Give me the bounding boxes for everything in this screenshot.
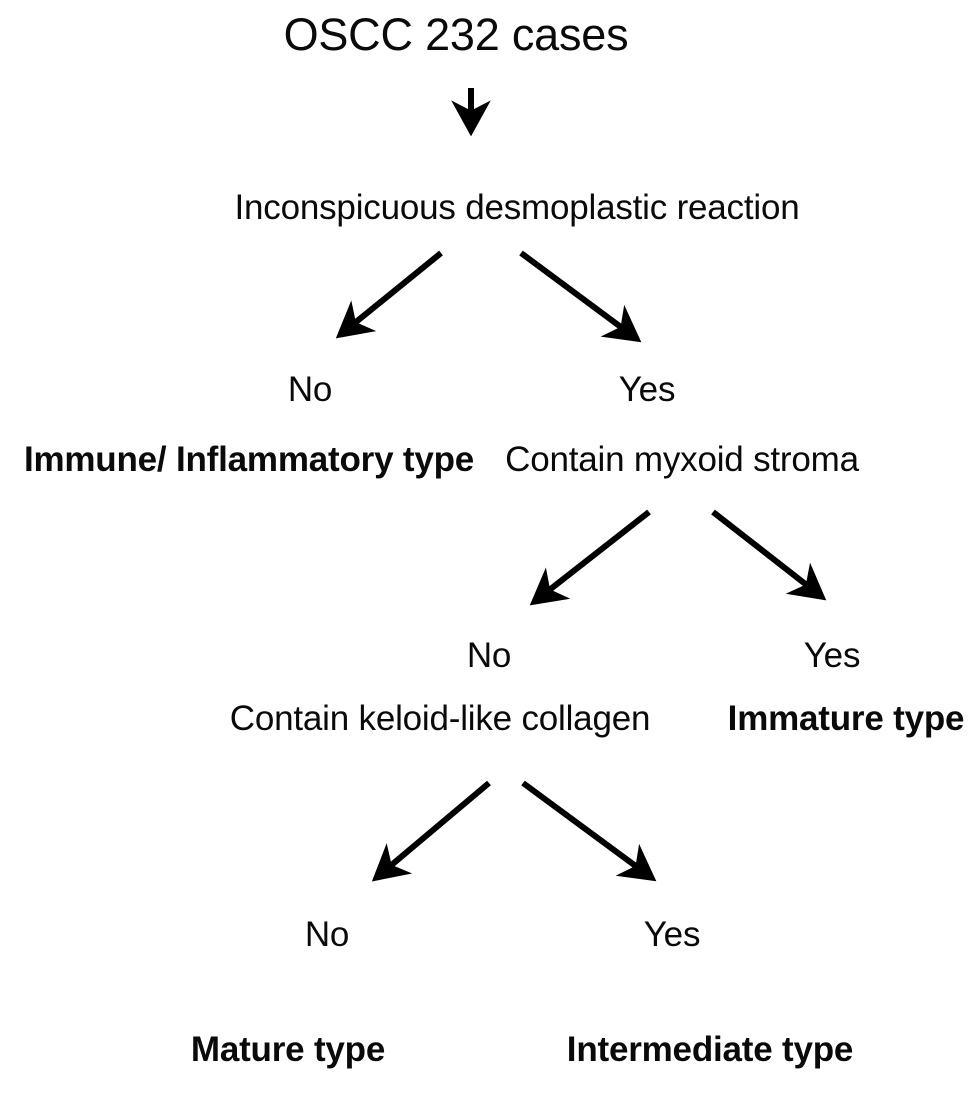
node-outcome-immature-type: Immature type [727, 699, 965, 738]
branch-label-keloid-yes: Yes [643, 915, 701, 954]
node-root-title: OSCC 232 cases [283, 9, 629, 60]
node-question-desmoplastic-reaction: Inconspicuous desmoplastic reaction [234, 188, 800, 227]
branch-label-myxoid-yes: Yes [803, 636, 861, 675]
arrow-myxoid-to-yes [711, 509, 827, 601]
arrow-myxoid-to-no [529, 509, 651, 606]
branch-label-myxoid-no: No [466, 636, 512, 675]
node-question-contain-keloid-like-collagen: Contain keloid-like collagen [229, 699, 651, 738]
node-outcome-mature-type: Mature type [190, 1030, 386, 1069]
branch-label-reaction-yes: Yes [618, 370, 676, 409]
node-outcome-intermediate-type: Intermediate type [566, 1030, 854, 1069]
arrow-keloid-to-yes [521, 780, 657, 882]
branch-label-keloid-no: No [304, 915, 350, 954]
node-outcome-immune-inflammatory-type: Immune/ Inflammatory type [23, 440, 475, 479]
arrow-reaction-to-no [335, 250, 443, 339]
arrow-keloid-to-no [371, 780, 491, 882]
branch-label-reaction-no: No [287, 370, 333, 409]
node-question-contain-myxoid-stroma: Contain myxoid stroma [505, 440, 859, 479]
arrow-reaction-to-yes [519, 250, 642, 343]
